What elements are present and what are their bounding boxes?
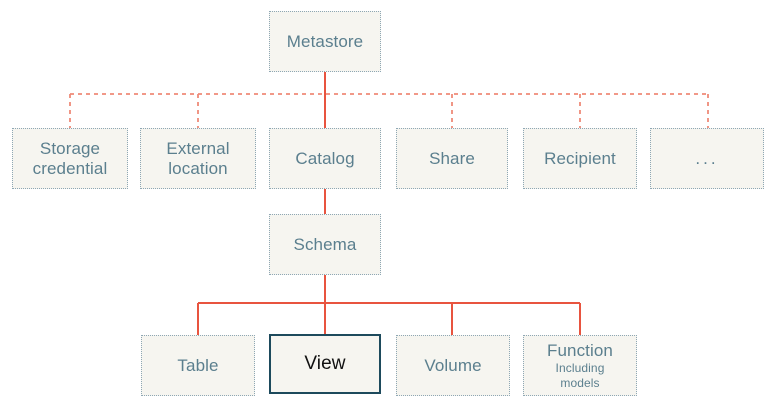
node-share-label: Share [429, 148, 475, 168]
node-catalog-label: Catalog [295, 148, 355, 168]
node-view-label: View [304, 353, 346, 375]
node-table-label: Table [177, 355, 219, 375]
node-more[interactable]: ... [650, 128, 764, 189]
node-external-location-label: External location [166, 138, 230, 178]
node-metastore-label: Metastore [286, 31, 364, 51]
node-storage-credential-label: Storage credential [32, 138, 108, 178]
node-catalog[interactable]: Catalog [269, 128, 381, 189]
node-metastore[interactable]: Metastore [269, 11, 381, 72]
node-volume-label: Volume [424, 355, 482, 375]
node-share[interactable]: Share [396, 128, 508, 189]
node-storage-credential[interactable]: Storage credential [12, 128, 128, 189]
node-schema-label: Schema [293, 234, 357, 254]
node-volume[interactable]: Volume [396, 335, 510, 396]
node-function[interactable]: Function Including models [523, 335, 637, 396]
node-more-label: ... [695, 148, 719, 168]
node-schema[interactable]: Schema [269, 214, 381, 275]
node-function-label: Function [546, 340, 613, 360]
node-view[interactable]: View [269, 334, 381, 394]
node-recipient-label: Recipient [544, 148, 616, 168]
node-external-location[interactable]: External location [140, 128, 256, 189]
node-table[interactable]: Table [141, 335, 255, 396]
node-function-sublabel: Including models [555, 361, 605, 390]
node-recipient[interactable]: Recipient [523, 128, 637, 189]
